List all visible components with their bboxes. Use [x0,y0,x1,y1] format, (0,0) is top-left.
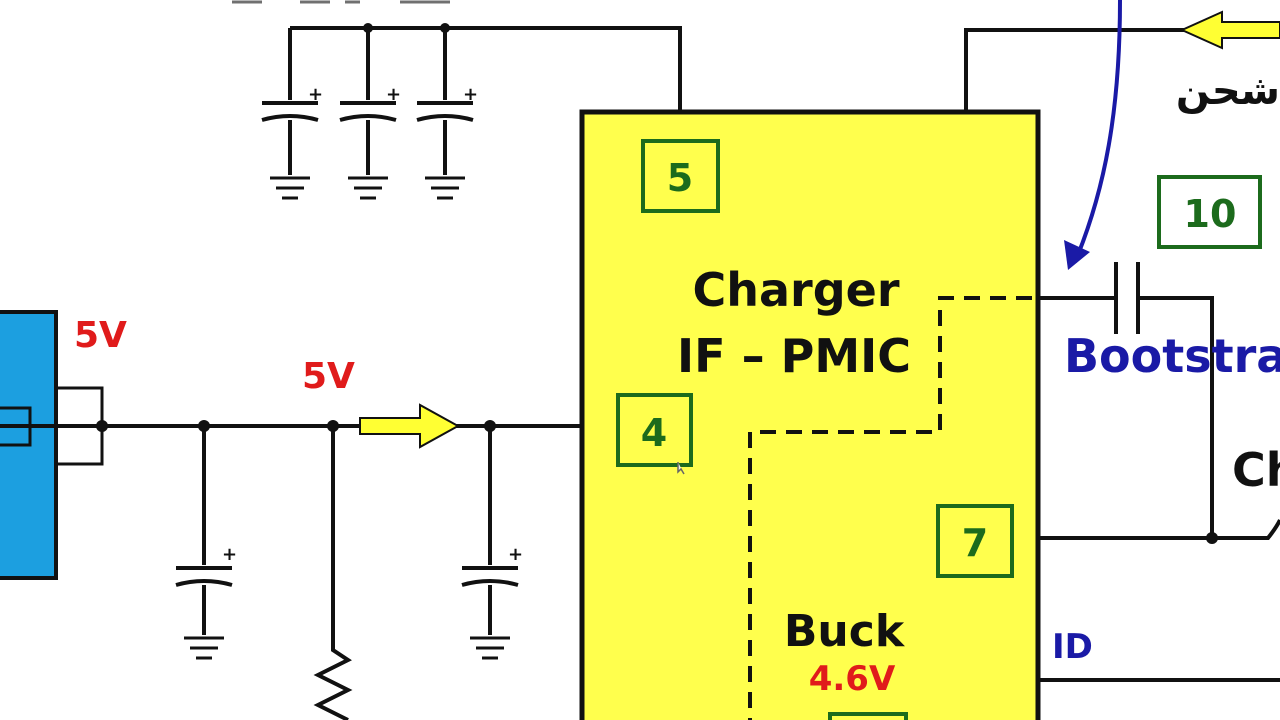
vbus-arrow [359,403,461,449]
buck-region-outline [748,296,1032,720]
blue-annotation-arrow [1073,0,1122,263]
svg-text:4: 4 [641,411,667,455]
buck-voltage-label: 4.6V [809,659,896,699]
ic-title-line2: IF – PMIC [677,329,911,383]
input-arrow [1179,10,1280,50]
vbus-voltage-label: 5V [302,356,355,397]
charger-pmic-block [579,109,1041,720]
step-box-5: 5 [641,139,720,213]
capacitor-symbol: + [461,426,523,660]
arabic-charge-label: شحن [1176,68,1280,114]
step-box-4: 4 [616,393,693,467]
top-capacitor-bank: + + + [232,0,682,200]
resistor-symbol [313,426,353,720]
svg-text:+: + [308,84,323,105]
svg-text:+: + [463,84,478,105]
mouse-cursor-icon [677,462,685,475]
id-label: ID [1052,627,1093,667]
svg-text:+: + [386,84,401,105]
bootstrap-wire [1038,296,1214,540]
buck-label: Buck [784,606,906,657]
partial-ch-label: Ch [1232,443,1280,497]
svg-text:5: 5 [667,156,693,200]
ic-title-line1: Charger [692,263,899,317]
capacitor-symbol: + [416,84,478,200]
connector-voltage-label: 5V [74,315,127,356]
step-box-10: 10 [1157,175,1262,249]
capacitor-symbol: + [261,84,323,200]
svg-text:7: 7 [962,521,988,565]
step-box-7: 7 [936,504,1014,578]
bootstrap-capacitor [1114,262,1140,334]
svg-text:10: 10 [1184,192,1237,236]
bootstrap-label: Bootstra [1064,329,1280,383]
svg-text:+: + [222,544,237,565]
capacitor-symbol: + [175,426,237,660]
svg-text:+: + [508,544,523,565]
capacitor-symbol: + [339,84,401,200]
top-right-wire [964,28,1190,110]
